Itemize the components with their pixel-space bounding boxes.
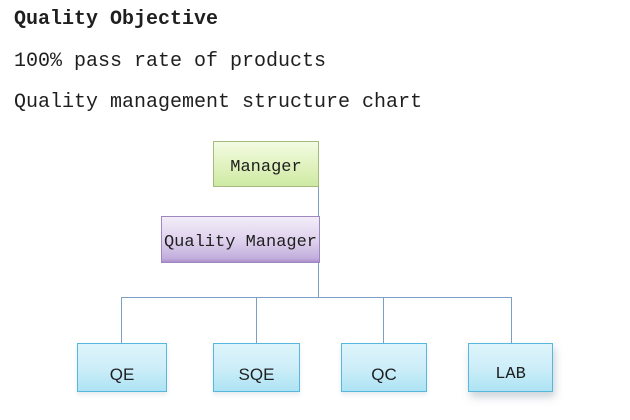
org-node-manager-label: Manager — [230, 157, 302, 177]
page-title: Quality Objective — [14, 8, 219, 31]
org-node-sqe-label: SQE — [238, 364, 275, 384]
org-node-qe-label: QE — [109, 364, 135, 384]
org-node-sqe: SQE — [213, 343, 300, 392]
connector-drop-sqe — [256, 297, 257, 343]
connector-horizontal — [121, 297, 512, 298]
objective-text: 100% pass rate of products — [14, 50, 327, 73]
connector-drop-qc — [383, 297, 384, 343]
org-node-quality-manager-label: Quality Manager — [163, 233, 318, 252]
org-node-manager: Manager — [213, 141, 319, 187]
connector-drop-qe — [121, 297, 122, 343]
chart-caption: Quality management structure chart — [14, 91, 423, 114]
org-node-qc: QC — [341, 343, 427, 392]
org-node-qc-label: QC — [371, 364, 397, 384]
org-node-quality-manager: Quality Manager — [161, 216, 320, 263]
connector-drop-lab — [511, 297, 512, 343]
org-node-lab: LAB — [468, 343, 553, 392]
org-node-lab-label: LAB — [495, 365, 526, 384]
org-node-qe: QE — [77, 343, 167, 392]
